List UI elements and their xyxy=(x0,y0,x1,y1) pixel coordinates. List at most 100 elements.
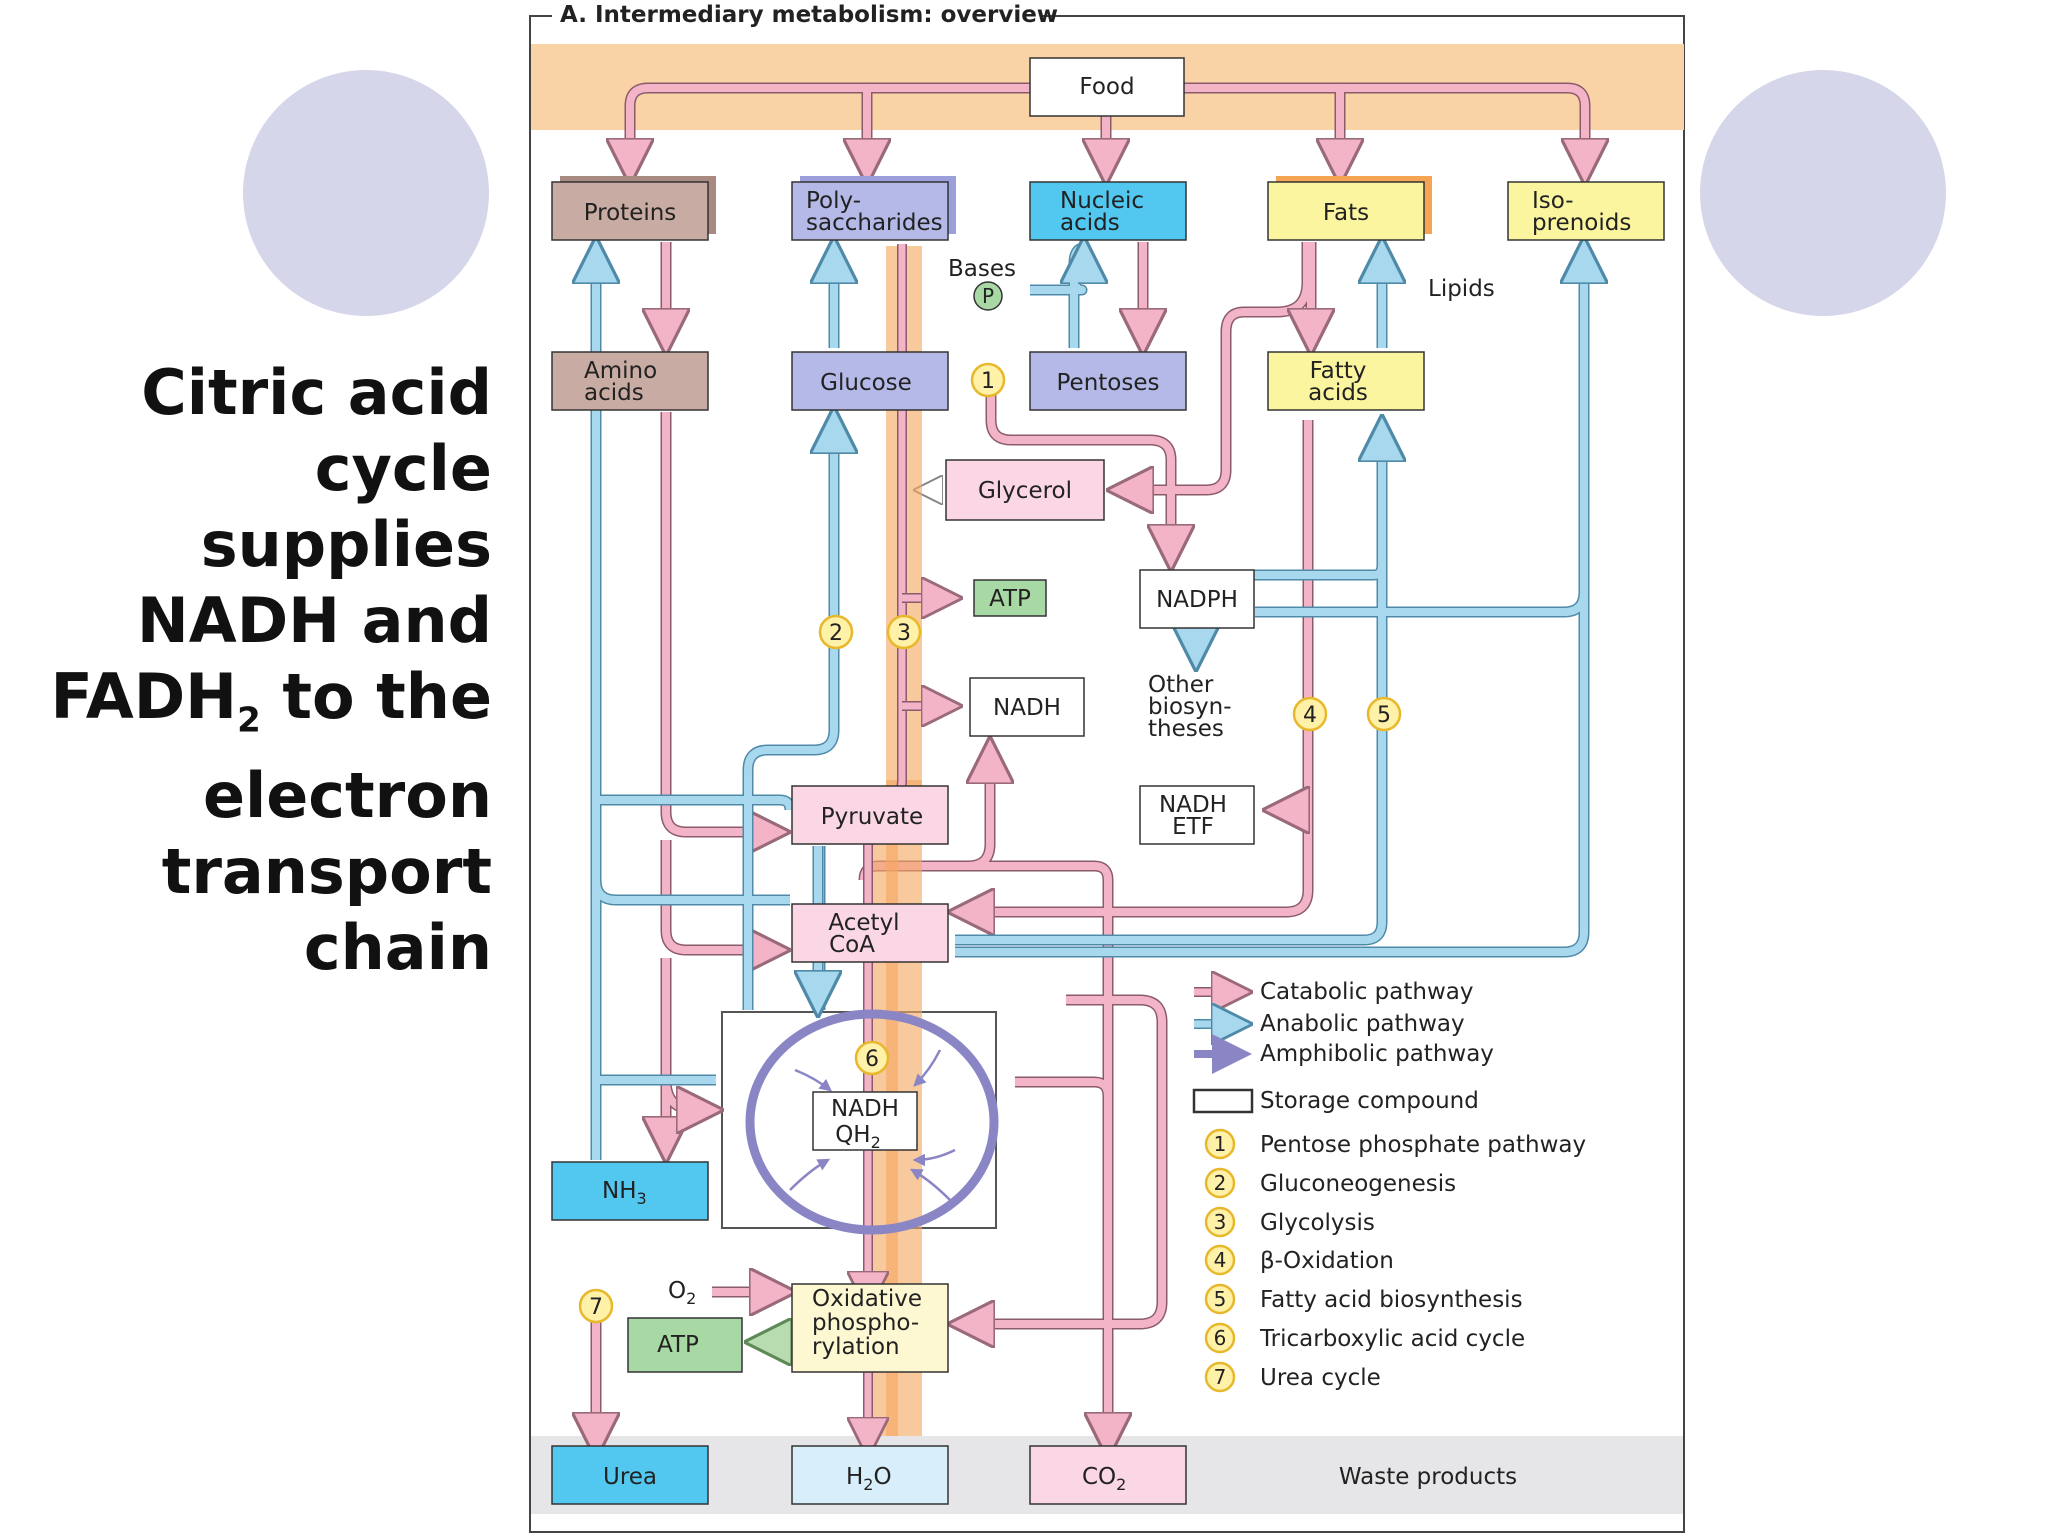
slide-title: Citric acid cycle supplies NADH and FADH… xyxy=(40,355,493,986)
legend-6-circle xyxy=(1204,1322,1236,1354)
isoprenoids-label-1: Iso- xyxy=(1532,188,1574,214)
title-line-7: chain xyxy=(303,911,492,985)
legend-1-num: 1 xyxy=(1214,1132,1227,1156)
fats-box xyxy=(1267,181,1425,241)
legend: Catabolic pathway Anabolic pathway Amphi… xyxy=(1192,979,1586,1393)
nadph-label: NADPH xyxy=(1156,587,1238,613)
cycle-nadh-box xyxy=(812,1091,918,1151)
marker-3-circle xyxy=(886,614,922,650)
legend-4-circle xyxy=(1204,1244,1236,1276)
glucose-box xyxy=(791,351,949,411)
pentoses-box xyxy=(1029,351,1187,411)
legend-2-label: Gluconeogenesis xyxy=(1260,1171,1456,1197)
h2o-label: H2O xyxy=(846,1464,892,1494)
amino-acids-label-2: acids xyxy=(584,380,644,406)
marker-4-circle xyxy=(1292,696,1328,732)
marker-1-circle xyxy=(970,362,1006,398)
proteins-box xyxy=(551,181,709,241)
marker-1-label: 1 xyxy=(981,369,995,394)
decorative-circle-right xyxy=(1700,70,1946,316)
atp-label: ATP xyxy=(989,586,1031,612)
legend-7-label: Urea cycle xyxy=(1260,1365,1381,1391)
waste-products-label: Waste products xyxy=(1339,1464,1517,1490)
marker-4-label: 4 xyxy=(1303,703,1317,728)
h2o-box xyxy=(791,1445,949,1505)
node-labels: Food Proteins Poly- saccharides Nucleic … xyxy=(584,74,1632,1494)
fatty-acids-box xyxy=(1267,351,1425,411)
pentoses-label: Pentoses xyxy=(1057,370,1160,396)
nadh-etf-label-1: NADH xyxy=(1159,792,1227,818)
nadh-label: NADH xyxy=(993,695,1061,721)
phosphate-label: P xyxy=(982,284,994,308)
title-line-6: transport xyxy=(161,835,492,909)
marker-2-circle xyxy=(818,614,854,650)
nucleic-acids-box xyxy=(1029,181,1187,241)
other-biosyntheses-label-2: biosyn- xyxy=(1148,694,1232,720)
atp-box xyxy=(973,579,1047,617)
urea-box xyxy=(551,1445,709,1505)
cycle-inner-arrows xyxy=(789,1049,956,1201)
nadph-box xyxy=(1139,569,1255,629)
acetyl-coa-box xyxy=(791,903,949,963)
node-boxes xyxy=(551,57,1665,1505)
isoprenoids-label-2: prenoids xyxy=(1532,210,1631,236)
figure-header: A. Intermediary metabolism: overview xyxy=(560,2,1058,28)
legend-3-num: 3 xyxy=(1214,1210,1227,1234)
marker-7-label: 7 xyxy=(589,1295,603,1320)
legend-2-num: 2 xyxy=(1214,1171,1227,1195)
urea-label: Urea xyxy=(603,1464,657,1490)
atp2-label: ATP xyxy=(657,1332,699,1358)
fadh2-subscript: 2 xyxy=(237,700,261,741)
title-line-1: Citric acid xyxy=(141,356,492,429)
pathway-markers: 1 2 3 4 5 6 7 xyxy=(578,362,1402,1324)
glycerol-label: Glycerol xyxy=(978,478,1072,504)
glycerol-box xyxy=(945,459,1105,521)
legend-storage-swatch xyxy=(1192,1088,1254,1114)
amino-acids-box xyxy=(551,351,709,411)
fatty-acids-label-2: acids xyxy=(1308,380,1368,406)
proteins-label: Proteins xyxy=(584,200,677,226)
nadh-etf-box xyxy=(1139,785,1255,845)
acetyl-coa-label-1: Acetyl xyxy=(828,910,899,936)
co2-label: CO2 xyxy=(1082,1464,1126,1494)
legend-storage-label: Storage compound xyxy=(1260,1088,1479,1114)
title-line-4: FADH2 to the xyxy=(40,659,493,758)
nucleic-acids-label-1: Nucleic xyxy=(1060,188,1144,214)
legend-6-num: 6 xyxy=(1214,1326,1227,1350)
legend-1-circle xyxy=(1204,1128,1236,1160)
legend-catabolic-label: Catabolic pathway xyxy=(1260,979,1473,1005)
phosphate-circle xyxy=(973,281,1003,311)
isoprenoids-box xyxy=(1507,181,1665,241)
marker-2-label: 2 xyxy=(829,621,843,646)
nh3-label: NH3 xyxy=(602,1178,647,1208)
legend-2-circle xyxy=(1204,1167,1236,1199)
tca-cycle xyxy=(745,1009,999,1235)
food-label: Food xyxy=(1079,74,1134,100)
anabolic-arrows xyxy=(596,244,1584,1160)
nucleic-acids-label-2: acids xyxy=(1060,210,1120,236)
lipids-label: Lipids xyxy=(1428,276,1495,302)
legend-anabolic-label: Anabolic pathway xyxy=(1260,1011,1465,1037)
oxphos-label-3: rylation xyxy=(812,1334,900,1360)
fadh2-text: FADH xyxy=(50,660,238,733)
legend-4-label: β-Oxidation xyxy=(1260,1248,1394,1274)
co2-box xyxy=(1029,1445,1187,1505)
legend-3-circle xyxy=(1204,1206,1236,1238)
decorative-circle-left xyxy=(243,70,489,316)
title-line-5: electron xyxy=(202,759,492,833)
o2-label: O2 xyxy=(668,1278,696,1308)
marker-6-label: 6 xyxy=(865,1047,879,1072)
cycle-qh2-label: QH2 xyxy=(835,1122,881,1152)
legend-7-circle xyxy=(1204,1361,1236,1393)
legend-4-num: 4 xyxy=(1214,1248,1227,1272)
polysaccharides-label-1: Poly- xyxy=(806,188,861,214)
polysaccharides-box xyxy=(791,181,949,241)
marker-7-circle xyxy=(578,1288,614,1324)
cycle-nadh-label: NADH xyxy=(831,1096,899,1122)
pyruvate-label: Pyruvate xyxy=(821,804,923,830)
marker-3-label: 3 xyxy=(897,621,911,646)
food-box xyxy=(1029,57,1185,117)
nadh-etf-label-2: ETF xyxy=(1172,814,1214,840)
legend-5-label: Fatty acid biosynthesis xyxy=(1260,1287,1523,1313)
legend-6-label: Tricarboxylic acid cycle xyxy=(1259,1326,1525,1352)
